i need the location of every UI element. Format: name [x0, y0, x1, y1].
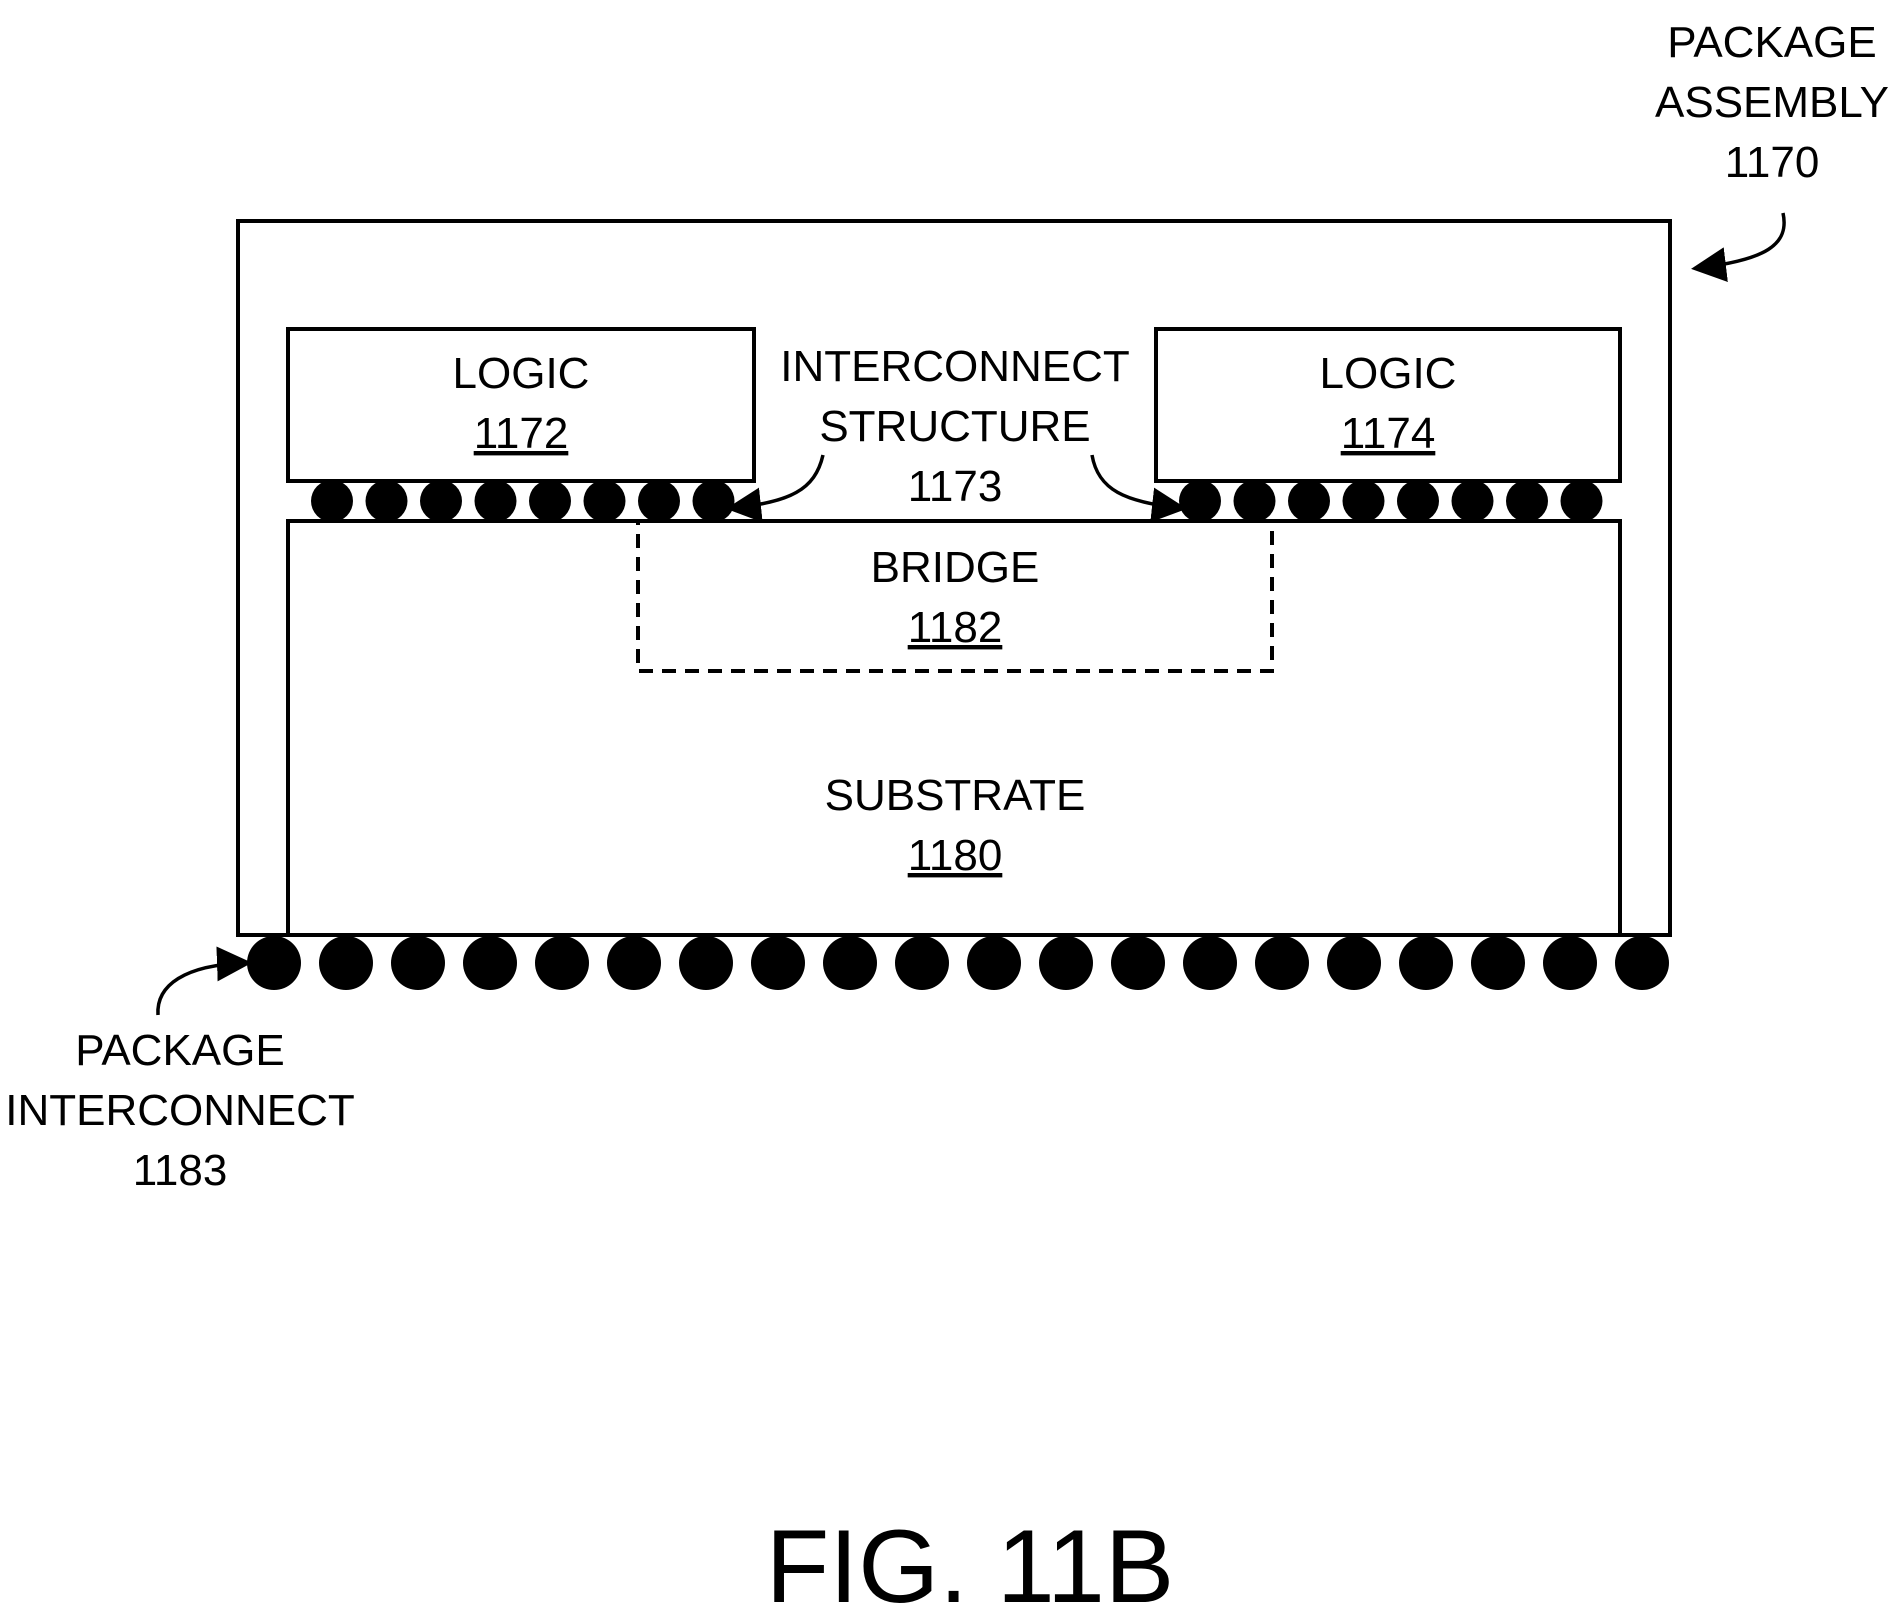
figure-caption: FIG. 11B [766, 1509, 1174, 1616]
solder-bump [1452, 480, 1494, 522]
solder-bump [366, 480, 408, 522]
package-ball [751, 936, 805, 990]
package-interconnect-label: PACKAGE [75, 1026, 284, 1075]
package-ball [1255, 936, 1309, 990]
solder-bump [584, 480, 626, 522]
solder-bump [1397, 480, 1439, 522]
package-assembly-label-line2: ASSEMBLY [1655, 78, 1889, 127]
solder-bump [1288, 480, 1330, 522]
solder-bump [1561, 480, 1603, 522]
package-ball [319, 936, 373, 990]
solder-bump [1506, 480, 1548, 522]
solder-bump [693, 480, 735, 522]
interconnect-structure-label-line2: STRUCTURE [819, 402, 1090, 451]
solder-bump [638, 480, 680, 522]
interconnect-bumps-right [1179, 480, 1603, 522]
package-assembly-arrow [1698, 213, 1784, 268]
bridge-ref: 1182 [908, 603, 1003, 652]
package-ball [1615, 936, 1669, 990]
solder-bump [1343, 480, 1385, 522]
package-ball [391, 936, 445, 990]
package-interconnect-label-line2: INTERCONNECT [5, 1086, 355, 1135]
package-ball [1183, 936, 1237, 990]
package-ball [1399, 936, 1453, 990]
solder-bump [1179, 480, 1221, 522]
substrate-label: SUBSTRATE [825, 771, 1086, 820]
logic-left-label: LOGIC [453, 349, 590, 398]
package-interconnect-bumps [247, 936, 1669, 990]
package-ball [1111, 936, 1165, 990]
package-ball [1327, 936, 1381, 990]
logic-right-ref: 1174 [1341, 409, 1436, 458]
interconnect-structure-ref: 1173 [908, 462, 1003, 511]
package-ball [1471, 936, 1525, 990]
package-ball [1039, 936, 1093, 990]
package-ball [679, 936, 733, 990]
package-assembly-label: PACKAGE [1667, 18, 1876, 67]
logic-right-label: LOGIC [1320, 349, 1457, 398]
package-ball [895, 936, 949, 990]
package-ball [1543, 936, 1597, 990]
solder-bump [475, 480, 517, 522]
package-ball [823, 936, 877, 990]
package-interconnect-arrow [158, 963, 245, 1015]
interconnect-structure-label: INTERCONNECT [780, 342, 1130, 391]
logic-left-ref: 1172 [474, 409, 569, 458]
solder-bump [420, 480, 462, 522]
package-interconnect-ref: 1183 [133, 1146, 228, 1195]
substrate-ref: 1180 [908, 831, 1003, 880]
bridge-label: BRIDGE [871, 543, 1040, 592]
interconnect-bumps-left [311, 480, 735, 522]
package-ball [967, 936, 1021, 990]
solder-bump [529, 480, 571, 522]
package-ball [247, 936, 301, 990]
package-ball [463, 936, 517, 990]
package-ball [535, 936, 589, 990]
solder-bump [1234, 480, 1276, 522]
package-assembly-ref: 1170 [1725, 138, 1820, 187]
solder-bump [311, 480, 353, 522]
package-ball [607, 936, 661, 990]
